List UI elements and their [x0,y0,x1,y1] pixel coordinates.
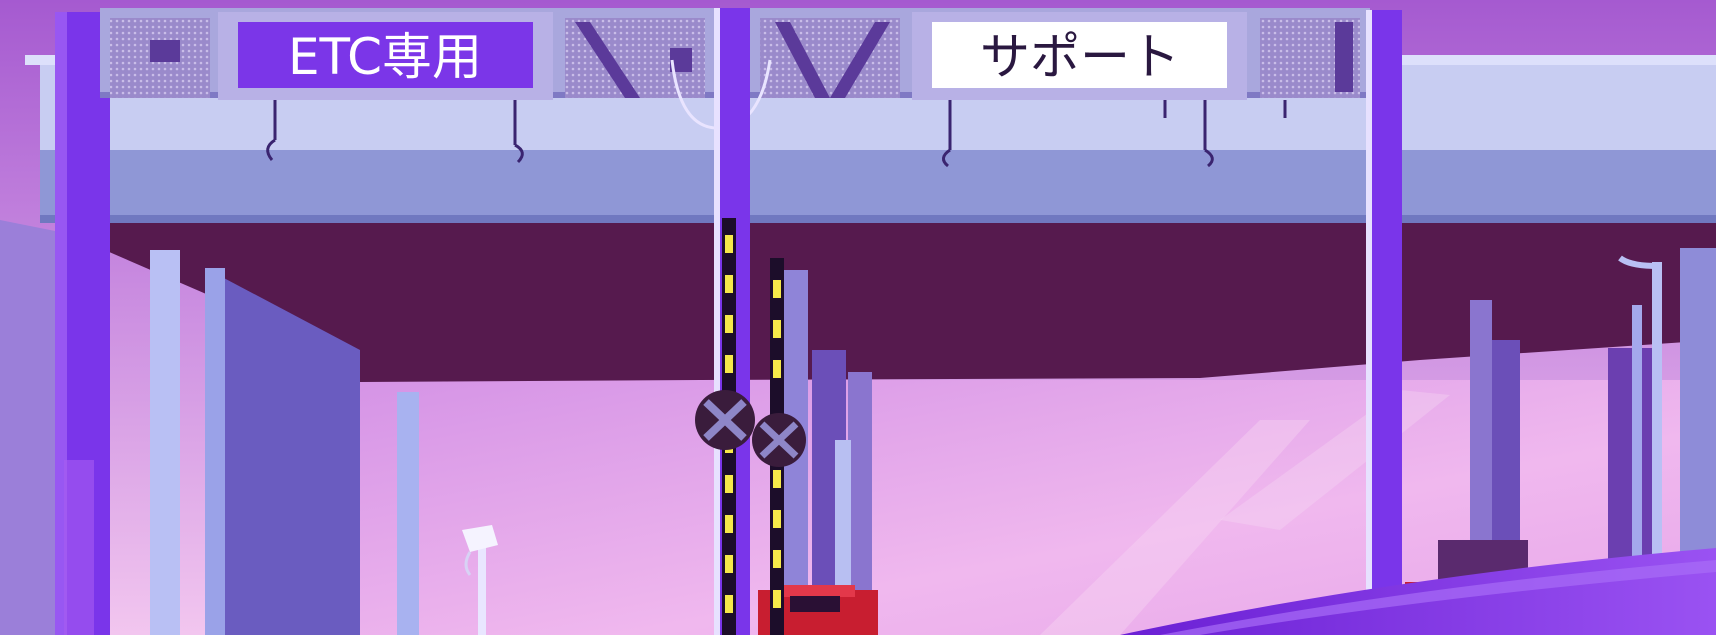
right-structure [1470,300,1492,600]
sign-panel-etc [238,22,533,88]
lane-sweep-highlight [1160,560,1716,635]
left-barrier-panel [205,268,360,635]
vehicle-top [775,585,855,597]
mesh-panel-block [670,48,692,72]
left-barrier-edge [205,268,225,635]
overpass-underside [100,200,1716,382]
lane-sweep [1120,548,1716,635]
right-structure [1632,305,1642,635]
mesh-panel-block [1335,22,1353,92]
left-column [150,250,180,635]
mesh-panel-diagonal [575,22,640,98]
cloud-streak [1040,420,1310,635]
gantry-pillar-center-edge [714,8,720,635]
gantry-pillar-right-edge [1366,10,1372,590]
sign-panel-support [932,22,1227,88]
sensor-icon [266,100,1287,168]
mesh-panel-block [150,40,180,62]
overpass-face [40,150,1716,220]
street-lamp-icon [1618,255,1658,269]
vehicle-window [790,596,840,612]
sign-label-support: サポート [980,28,1180,86]
street-lamp-pole [1652,262,1662,635]
gantry-pillar-right [1370,10,1402,590]
overpass-edge [40,215,1716,223]
camera-icon [462,525,498,635]
stop-signal-icon [695,390,806,467]
barrier-stripes [725,235,781,613]
gantry-pillar-left-highlight [64,460,94,635]
mesh-panel-diagonal [830,22,890,98]
sign-label-etc: ETC専用 [288,28,482,86]
post [397,392,419,635]
mesh-panel-diagonal [775,22,830,98]
